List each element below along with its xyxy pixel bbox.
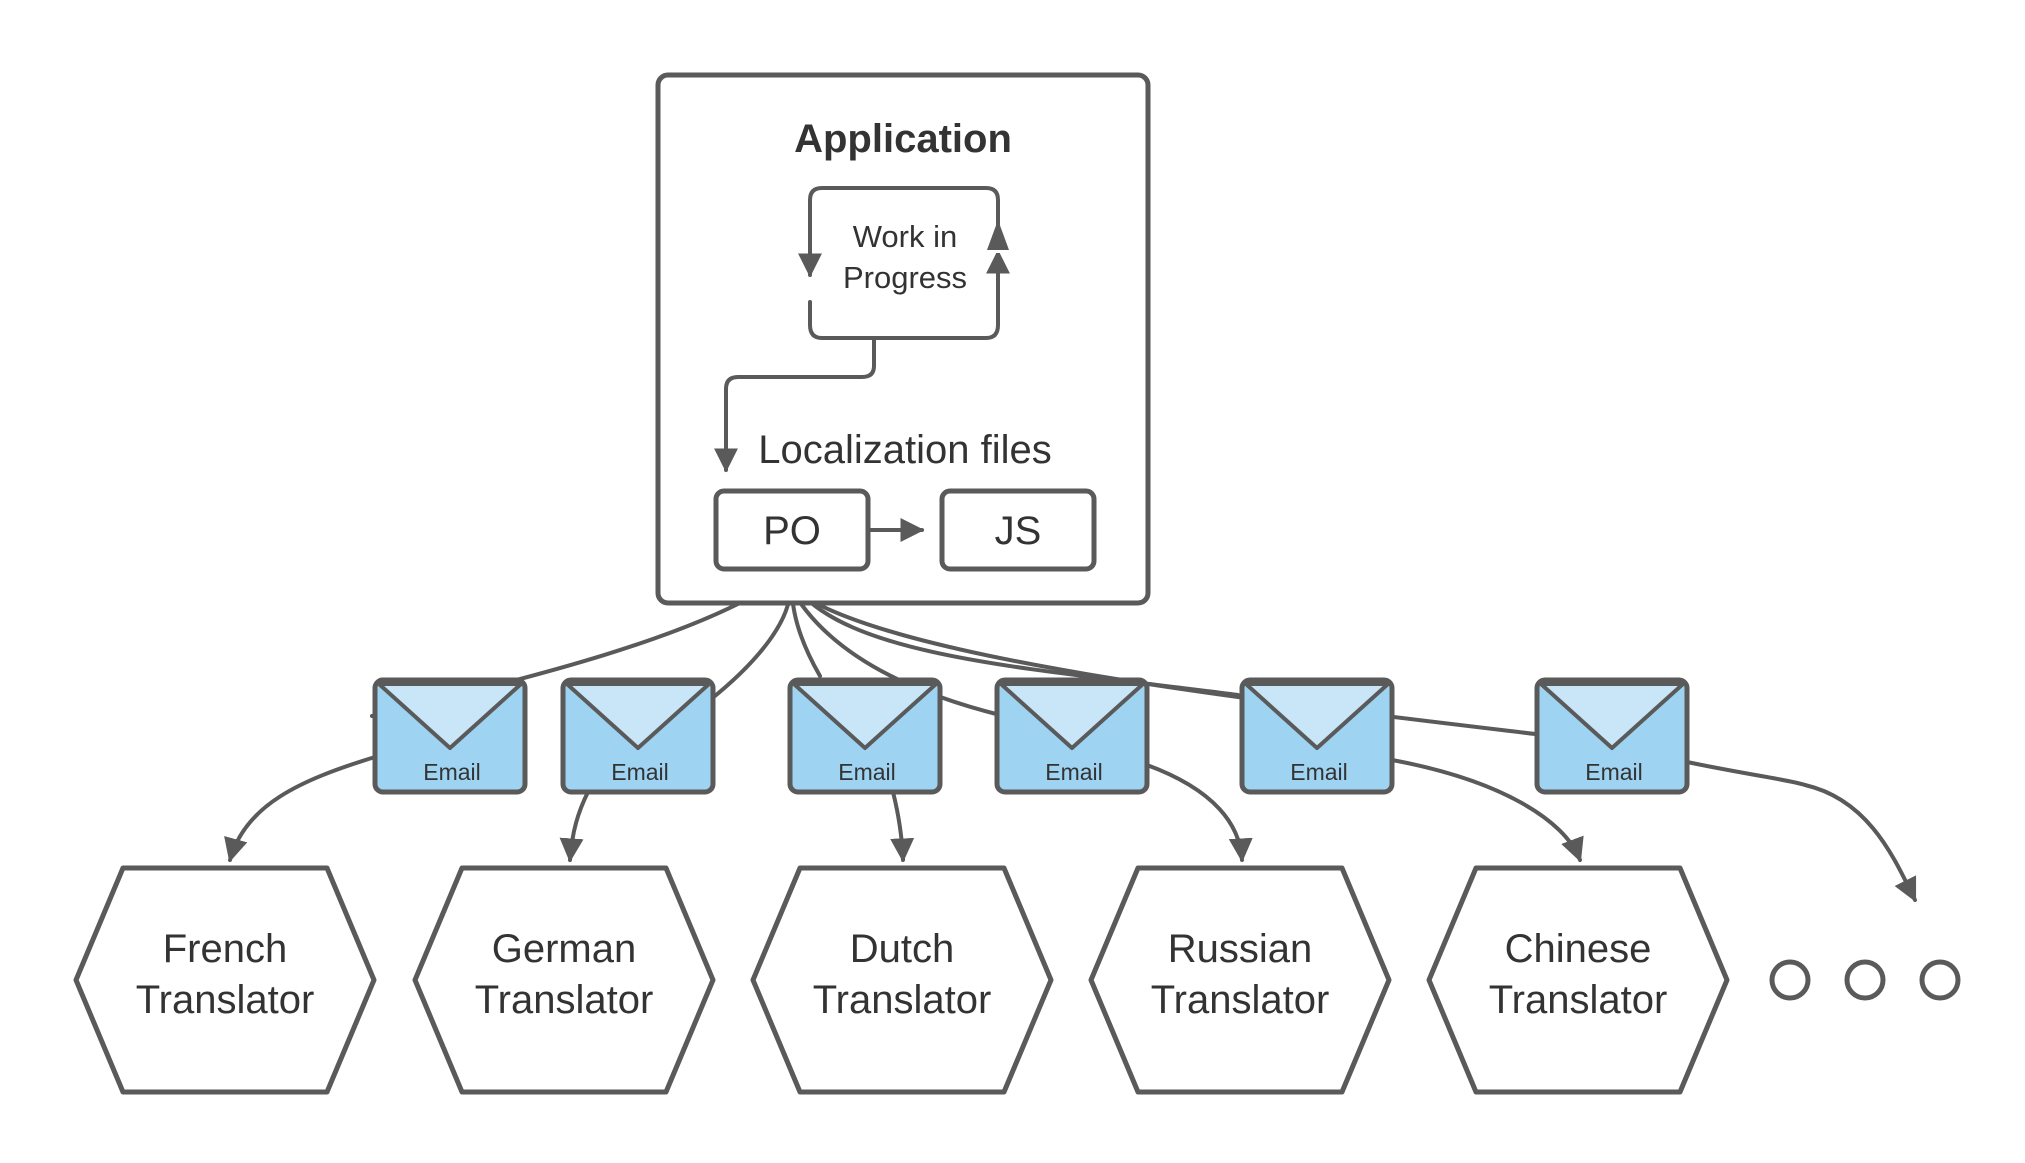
email-envelope-1: Email	[372, 677, 528, 795]
wip-label-line2: Progress	[843, 260, 967, 295]
translator-russian: Russian Translator	[1088, 865, 1392, 1095]
more-translators-ellipsis	[1769, 959, 1961, 1001]
translator-chinese: Chinese Translator	[1426, 865, 1730, 1095]
translator-label-line1: Dutch	[850, 927, 955, 971]
connector-email-1-french	[224, 755, 377, 863]
work-in-progress-loop: Work in Progress	[798, 186, 1020, 340]
email-label: Email	[1585, 759, 1643, 785]
ellipsis-dot	[1844, 959, 1886, 1001]
wip-label-line1: Work in	[853, 219, 958, 254]
translator-label-line1: Russian	[1168, 927, 1313, 971]
email-envelope-3: Email	[787, 677, 943, 795]
email-label: Email	[1290, 759, 1348, 785]
translator-label-line2: Translator	[1151, 978, 1330, 1022]
wip-loop-left	[808, 249, 1010, 340]
localization-files-label: Localization files	[758, 428, 1052, 472]
translator-dutch: Dutch Translator	[750, 865, 1054, 1095]
email-envelope-2: Email	[560, 677, 716, 795]
connector-email-2-german	[559, 790, 590, 863]
wip-arrowhead-up	[987, 220, 1009, 250]
application-title: Application	[794, 117, 1012, 161]
wip-loop-right	[798, 186, 1000, 278]
connector-email-4-po	[793, 593, 1002, 717]
email-envelope-6: Email	[1534, 677, 1690, 795]
email-envelope-4: Email	[994, 677, 1150, 795]
email-envelope-5: Email	[1239, 677, 1395, 795]
connector-email-6-po	[798, 592, 1537, 736]
wip-to-po-connector	[714, 338, 876, 473]
translator-french: French Translator	[73, 865, 377, 1095]
js-file-box	[939, 488, 1097, 572]
connector-email-4-russian	[1145, 763, 1253, 863]
connector-email-6-more	[1685, 760, 1917, 903]
connector-email-2-po	[708, 588, 792, 702]
ellipsis-dot	[1769, 959, 1811, 1001]
po-file-label: PO	[763, 509, 821, 553]
translator-label-line2: Translator	[136, 978, 315, 1022]
connector-email-3-dutch	[890, 790, 915, 863]
translator-label-line2: Translator	[475, 978, 654, 1022]
translator-label-line1: German	[492, 927, 637, 971]
email-label: Email	[611, 759, 669, 785]
js-file-label: JS	[995, 509, 1042, 553]
connector-email-5-chinese	[1390, 758, 1584, 863]
translator-label-line2: Translator	[813, 978, 992, 1022]
ellipsis-dot	[1919, 959, 1961, 1001]
translator-german: German Translator	[412, 865, 716, 1095]
translator-label-line1: Chinese	[1505, 927, 1652, 971]
email-label: Email	[423, 759, 481, 785]
translator-label-line1: French	[163, 927, 288, 971]
email-to-translator-connectors	[224, 755, 1917, 903]
email-label: Email	[1045, 759, 1103, 785]
email-label: Email	[838, 759, 896, 785]
translator-label-line2: Translator	[1489, 978, 1668, 1022]
